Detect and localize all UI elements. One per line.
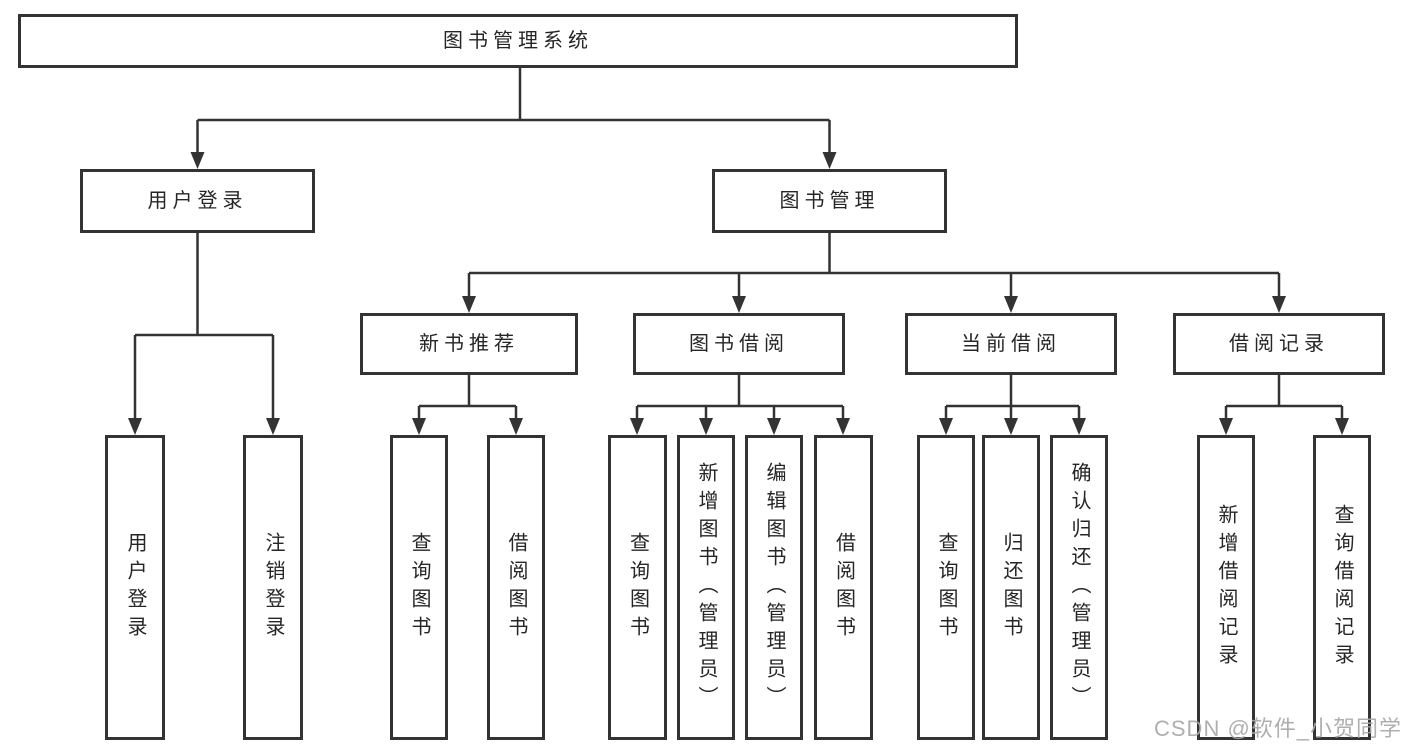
arrowhead — [1072, 418, 1086, 435]
node-user-login: 用户登录 — [80, 169, 315, 233]
connector-user-login-subtree — [133, 233, 275, 420]
leaf-borrow-books: 借阅图书 — [814, 435, 873, 740]
connector-current-borrow-subtree — [944, 375, 1081, 420]
leaf-query-books-current: 查询图书 — [917, 435, 975, 740]
arrowhead — [1004, 418, 1018, 435]
arrowhead — [1335, 418, 1349, 435]
node-book-borrow: 图书借阅 — [633, 313, 845, 375]
leaf-add-borrow-record: 新增借阅记录 — [1197, 435, 1255, 740]
leaf-query-borrow-record: 查询借阅记录 — [1313, 435, 1371, 740]
leaf-query-books-borrow: 查询图书 — [608, 435, 667, 740]
leaf-query-books-recommend: 查询图书 — [390, 435, 448, 740]
leaf-return-book: 归还图书 — [982, 435, 1040, 740]
leaf-confirm-return-admin: 确认归还（管理员） — [1050, 435, 1108, 740]
arrowhead — [266, 418, 280, 435]
connector-paths — [133, 68, 1344, 420]
connector-borrow-records-subtree — [1224, 375, 1344, 420]
leaf-user-login: 用户登录 — [105, 435, 165, 740]
arrowhead — [1004, 296, 1018, 313]
arrowhead — [190, 152, 205, 169]
node-book-management: 图书管理 — [712, 169, 947, 233]
node-new-book-recommend: 新书推荐 — [360, 313, 578, 375]
leaf-edit-book-admin: 编辑图书（管理员） — [745, 435, 803, 740]
arrowhead — [630, 418, 644, 435]
leaf-logout: 注销登录 — [243, 435, 303, 740]
arrowhead — [699, 418, 713, 435]
node-root: 图书管理系统 — [18, 14, 1018, 68]
arrowhead — [939, 418, 953, 435]
arrowhead — [767, 418, 781, 435]
arrowheads — [128, 152, 1349, 435]
leaf-add-book-admin: 新增图书（管理员） — [677, 435, 735, 740]
connector-root-to-level2 — [196, 68, 831, 153]
arrowhead — [509, 418, 523, 435]
arrowhead — [836, 418, 850, 435]
arrowhead — [1272, 296, 1286, 313]
arrowhead — [822, 152, 837, 169]
leaf-borrow-books-recommend: 借阅图书 — [487, 435, 545, 740]
csdn-watermark: CSDN @软件_小贺同学 — [1154, 716, 1403, 741]
connector-book-management-subtree — [467, 233, 1281, 297]
arrowhead — [462, 296, 476, 313]
arrowhead — [128, 418, 142, 435]
node-borrow-records: 借阅记录 — [1173, 313, 1385, 375]
connector-new-book-subtree — [417, 375, 518, 420]
connector-book-borrow-subtree — [635, 375, 845, 420]
arrowhead — [412, 418, 426, 435]
arrowhead — [732, 296, 746, 313]
node-current-borrow: 当前借阅 — [905, 313, 1117, 375]
arrowhead — [1219, 418, 1233, 435]
